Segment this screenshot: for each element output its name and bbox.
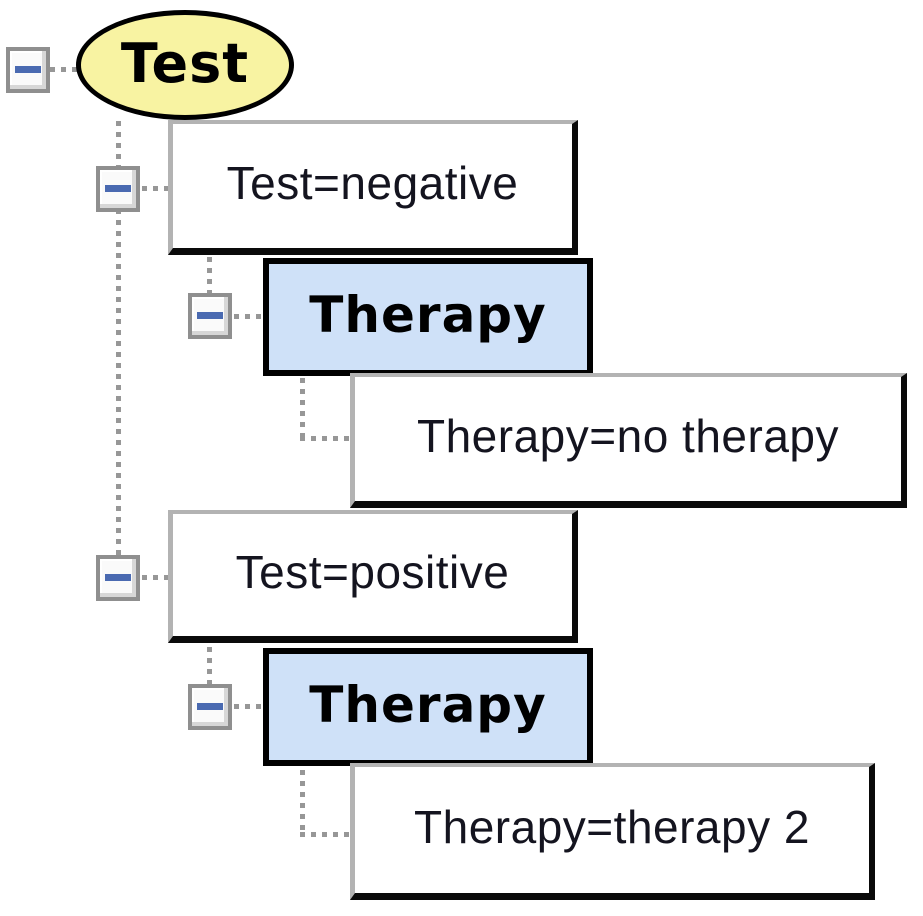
node-therapy-1[interactable]: Therapy bbox=[263, 258, 593, 376]
collapse-toggle-test-negative[interactable] bbox=[96, 166, 140, 212]
collapse-minus-icon bbox=[15, 65, 41, 73]
connector-therapy1-child-h bbox=[300, 436, 350, 441]
connector-main-vertical bbox=[116, 121, 121, 557]
connector-therapy1-stub bbox=[234, 314, 263, 319]
collapse-toggle-therapy-2[interactable] bbox=[188, 684, 232, 730]
node-therapy-2-label: Therapy bbox=[309, 676, 547, 734]
node-test-negative-label: Test=negative bbox=[226, 157, 519, 209]
connector-positive-stub bbox=[142, 575, 168, 580]
collapse-toggle-test-positive[interactable] bbox=[96, 555, 140, 601]
node-test-label: Test bbox=[120, 31, 250, 95]
collapse-minus-icon bbox=[197, 311, 223, 319]
node-therapy-therapy-2-label: Therapy=therapy 2 bbox=[414, 801, 810, 853]
connector-positive-child bbox=[207, 647, 212, 686]
collapse-minus-icon bbox=[105, 184, 131, 192]
node-test[interactable]: Test bbox=[76, 10, 294, 120]
connector-negative-stub bbox=[142, 186, 168, 191]
node-therapy-2[interactable]: Therapy bbox=[263, 648, 593, 766]
node-therapy-1-label: Therapy bbox=[309, 286, 547, 344]
connector-negative-child bbox=[207, 257, 212, 295]
node-test-negative[interactable]: Test=negative bbox=[168, 120, 578, 255]
connector-therapy2-child-v bbox=[300, 770, 305, 834]
node-therapy-therapy-2[interactable]: Therapy=therapy 2 bbox=[350, 763, 875, 900]
node-therapy-no-therapy-label: Therapy=no therapy bbox=[417, 410, 839, 462]
collapse-toggle-test[interactable] bbox=[6, 47, 50, 93]
connector-therapy1-child-v bbox=[300, 378, 305, 438]
connector-therapy2-stub bbox=[234, 704, 263, 709]
collapse-minus-icon bbox=[105, 573, 131, 581]
connector-root-stub bbox=[50, 67, 77, 72]
collapse-minus-icon bbox=[197, 702, 223, 710]
node-test-positive-label: Test=positive bbox=[235, 546, 510, 598]
node-therapy-no-therapy[interactable]: Therapy=no therapy bbox=[350, 373, 907, 508]
node-test-positive[interactable]: Test=positive bbox=[168, 510, 578, 643]
collapse-toggle-therapy-1[interactable] bbox=[188, 293, 232, 339]
connector-therapy2-child-h bbox=[300, 832, 350, 837]
